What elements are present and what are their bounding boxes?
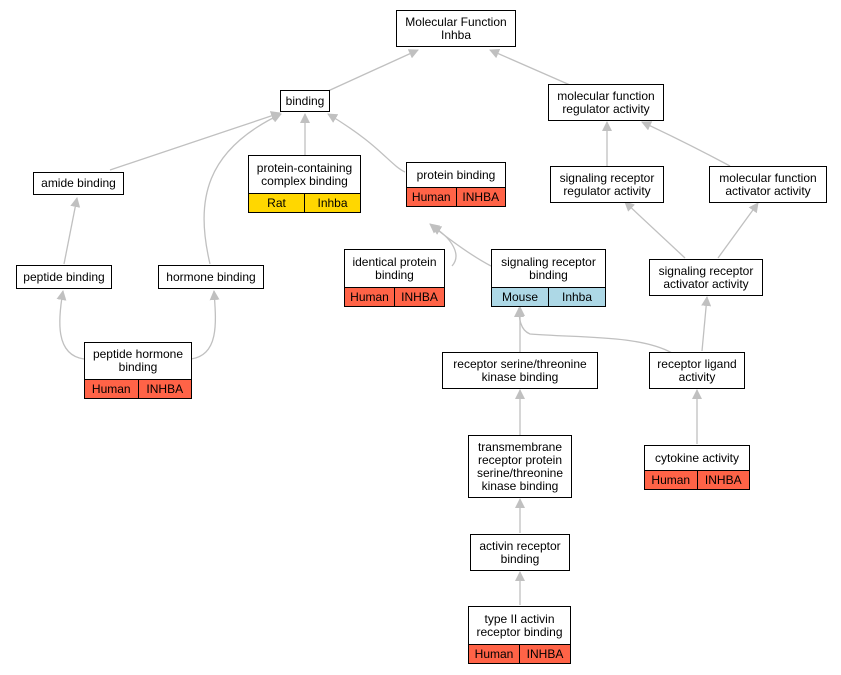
gene-label: Inhba [548,288,605,306]
node-label-line: receptor ligand [657,356,737,371]
edge-mfaa-mfra [641,121,731,167]
species-label: Human [91,381,131,396]
node-label-line: receptor protein [477,452,563,467]
node-label-line: activator activity [725,183,811,198]
node-peptide-binding[interactable]: peptide binding [16,265,112,289]
edge-rla-sraa [701,296,712,352]
node-hormone-binding[interactable]: hormone binding [158,265,264,289]
node-label-line: kinase binding [481,478,559,493]
gene-label: INHBA [696,471,750,489]
species-label: Human [474,646,514,661]
node-binding[interactable]: binding [280,90,330,112]
node-label-line: type II activin [484,611,555,626]
node-label-line: kinase binding [481,369,559,384]
gene-label: INHBA [394,288,444,306]
species-label: Human [350,289,389,304]
edge-amide-binding [109,111,281,171]
node-label-line: protein-containing [256,160,353,175]
edge-binding-root [327,49,419,92]
node-protein-binding[interactable]: protein binding Human INHBA [406,162,506,207]
node-amide-binding[interactable]: amide binding [33,172,124,195]
node-label-line: serine/threonine [476,465,564,480]
edge-phb-hormone [190,290,220,360]
species-label: Mouse [501,289,539,304]
node-label-line: hormone binding [166,269,256,284]
node-label-line: cytokine activity [654,450,740,465]
edge-sraa-mfaa [717,202,759,259]
edge-rla-srb [514,307,673,354]
node-label-line: binding [500,551,540,566]
edge-peptide-amide [63,197,81,265]
node-label-line: amide binding [41,176,116,190]
edge-sraa-srra [624,201,686,259]
edge-mfra-root [489,49,571,86]
edge-phb-peptide [56,290,85,360]
edge-srb-protein [429,223,492,267]
node-label-line: receptor binding [476,624,563,639]
node-label-line: activity [678,369,716,384]
node-label-line: regulator activity [562,101,650,116]
node-label-line: signaling receptor [501,254,596,269]
node-label-line: binding [529,267,568,282]
node-label-line: signaling receptor [658,263,754,278]
node-label-line: Molecular Function [405,14,507,29]
node-label-line: protein binding [416,167,496,182]
species-label: Rat [267,195,286,210]
node-label-line: binding [375,267,414,282]
node-label-line: binding [118,360,158,374]
node-label-line: complex binding [261,173,348,188]
node-label-line: identical protein [352,254,437,269]
node-label-line: binding [285,93,325,108]
node-label-line: regulator activity [563,183,651,198]
edge-protein-binding [327,113,406,173]
node-label-line: receptor serine/threonine [453,356,587,371]
node-label-line: molecular function [557,88,655,103]
node-label-line: peptide binding [23,269,105,284]
node-label-line: activator activity [663,276,749,291]
node-label-line: molecular function [719,170,817,185]
node-label-line: Inhba [440,27,472,42]
species-label: Human [411,189,451,204]
edge-hormone-binding [203,113,282,265]
gene-label: INHBA [137,380,192,398]
gene-label: Inhba [304,194,360,212]
node-label-line: peptide hormone [92,347,184,361]
gene-label: INHBA [455,188,506,206]
node-cytokine-activity[interactable]: cytokine activity Human INHBA [644,445,750,490]
node-label-line: transmembrane [477,439,563,454]
node-label-line: signaling receptor [559,170,655,185]
gene-label: INHBA [519,645,570,663]
species-label: Human [651,472,691,487]
node-label-line: activin receptor [479,538,561,553]
